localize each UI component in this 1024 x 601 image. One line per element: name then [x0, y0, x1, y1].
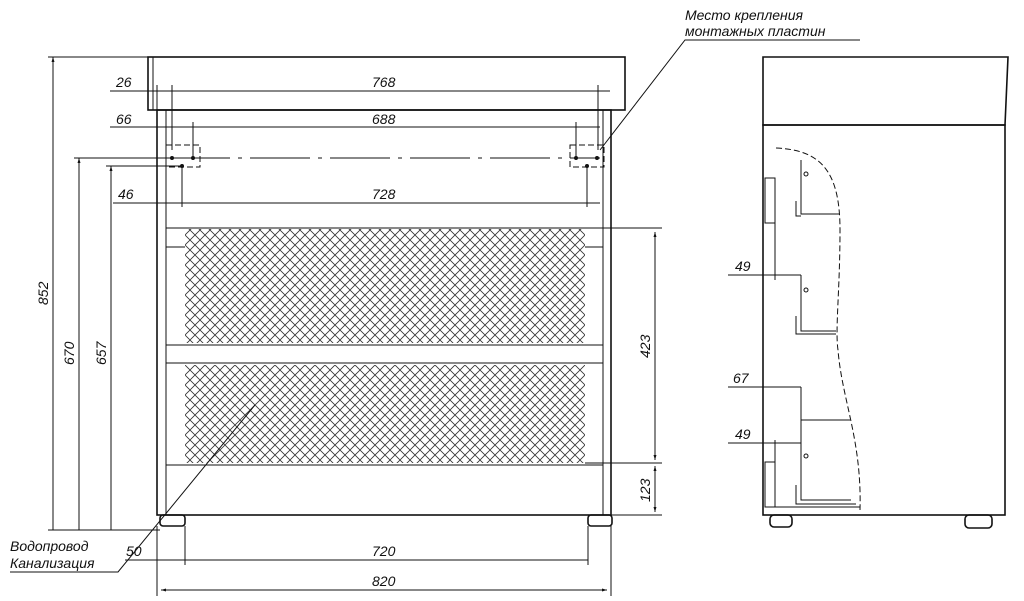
- label-mount-place-1: Место крепления: [685, 7, 804, 23]
- side-panel-hatch-bottom: [764, 461, 776, 508]
- dim-side-49-bottom: 49: [735, 426, 751, 442]
- dim-768: 768: [372, 74, 396, 90]
- dim-side-49-top: 49: [735, 258, 751, 274]
- front-view: [147, 56, 626, 527]
- side-foot-front: [769, 514, 793, 528]
- foot-right: [587, 514, 613, 527]
- mount-plate-right: [569, 144, 605, 168]
- leader-pipes: [10, 404, 256, 573]
- leader-mount-place: [599, 39, 860, 151]
- dim-side-67: 67: [733, 370, 750, 386]
- side-countertop: [762, 56, 1009, 126]
- dim-46: 46: [118, 186, 134, 202]
- mount-plate-left: [165, 144, 201, 168]
- dim-123: 123: [637, 478, 653, 502]
- side-foot-back: [964, 514, 993, 529]
- dim-728: 728: [372, 186, 396, 202]
- dim-26: 26: [115, 74, 132, 90]
- drawer-lower: [165, 362, 604, 466]
- label-mount-place-2: монтажных пластин: [685, 23, 826, 39]
- label-water-supply: Водопровод: [10, 538, 89, 554]
- side-body: [762, 124, 1006, 516]
- drawer-upper-mesh: [185, 229, 585, 343]
- dim-50: 50: [126, 543, 142, 559]
- dim-423: 423: [637, 334, 653, 358]
- front-dimensions: 852 670 657 26 768 66 688 46 728 423 123: [35, 56, 662, 596]
- dim-670: 670: [61, 341, 77, 365]
- dim-820: 820: [372, 573, 396, 589]
- side-panel-hatch-top: [764, 177, 776, 224]
- dim-657: 657: [93, 340, 109, 365]
- dim-66: 66: [116, 111, 132, 127]
- label-sewage: Канализация: [10, 555, 95, 571]
- side-dimensions: 49 67 49: [728, 223, 801, 462]
- dim-688: 688: [372, 111, 396, 127]
- dim-852: 852: [35, 281, 51, 305]
- drawer-lower-mesh: [185, 365, 585, 463]
- side-view: [762, 56, 1009, 529]
- cabinet-body: [156, 109, 612, 516]
- annotations: Место крепления монтажных пластин Водопр…: [10, 7, 860, 573]
- drawer-profile-curve: [775, 147, 861, 511]
- dim-720: 720: [372, 543, 396, 559]
